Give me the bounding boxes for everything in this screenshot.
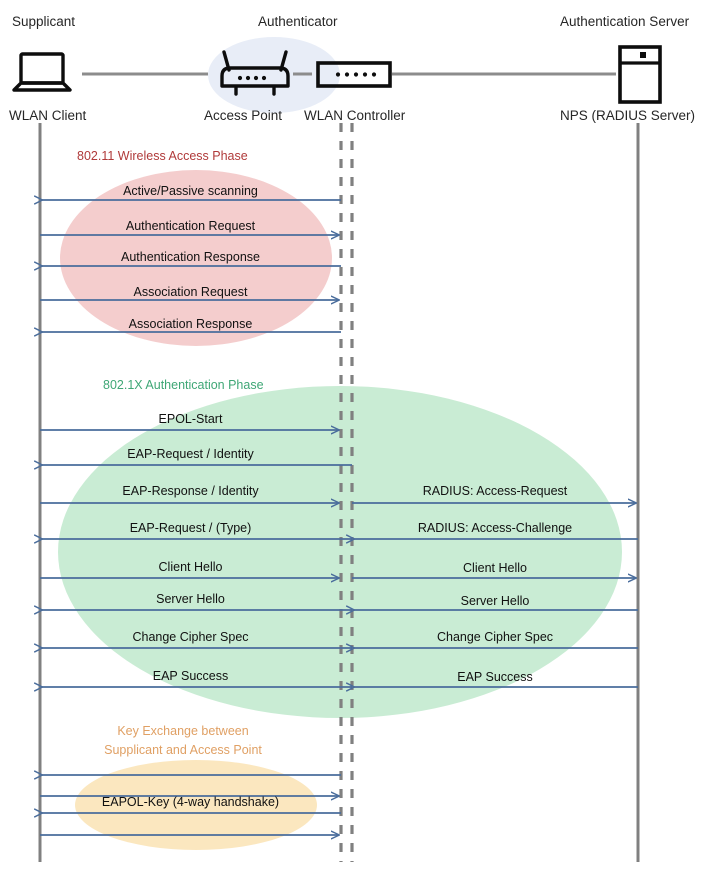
msg-label-association-response: Association Response	[128, 317, 253, 331]
phase-label-802-1x: 802.1X Authentication Phase	[103, 378, 264, 392]
msg-label-eap-response-identity: EAP-Response / Identity	[122, 484, 259, 498]
phase-802-11-ellipse	[60, 170, 332, 346]
msg-label-eap-request-identity: EAP-Request / Identity	[127, 447, 254, 461]
phase-802-1x-ellipse	[58, 386, 622, 718]
msg-label-server-hello-right: Server Hello	[460, 594, 530, 608]
msg-label-server-hello-left: Server Hello	[156, 592, 225, 606]
msg-label-eap-success-right: EAP Success	[457, 670, 533, 684]
role-title-supplicant: Supplicant	[12, 14, 76, 29]
phase-label-key-exchange-line1: Key Exchange between	[117, 724, 249, 738]
msg-label-association-request: Association Request	[133, 285, 248, 299]
node-label-wlan-controller: WLAN Controller	[304, 108, 406, 123]
laptop-icon	[12, 52, 72, 92]
msg-label-active-passive-scanning: Active/Passive scanning	[123, 184, 258, 198]
phase-label-802-11: 802.11 Wireless Access Phase	[77, 149, 248, 163]
node-label-nps-radius-server: NPS (RADIUS Server)	[560, 108, 696, 123]
msg-label-eap-success-left: EAP Success	[152, 669, 229, 683]
msg-label-eap-request-type: EAP-Request / (Type)	[129, 521, 252, 535]
node-label-wlan-client: WLAN Client	[9, 108, 87, 123]
authenticator-highlight	[208, 37, 340, 113]
msg-label-client-hello-right: Client Hello	[463, 561, 527, 575]
phase-label-key-exchange: Key Exchange between Supplicant and Acce…	[88, 722, 278, 760]
controller-icon	[316, 61, 392, 88]
msg-label-change-cipher-spec-right: Change Cipher Spec	[436, 630, 554, 644]
role-title-authenticator: Authenticator	[258, 14, 338, 29]
node-label-access-point: Access Point	[204, 108, 283, 123]
phase-key-exchange-ellipse	[75, 760, 317, 850]
phase-label-key-exchange-line2: Supplicant and Access Point	[104, 743, 262, 757]
msg-label-client-hello-left: Client Hello	[158, 560, 223, 574]
msg-label-authentication-request: Authentication Request	[125, 219, 256, 233]
role-title-authentication-server: Authentication Server	[560, 14, 690, 29]
msg-label-eapol-key: EAPOL-Key (4-way handshake)	[101, 795, 280, 809]
server-icon	[618, 45, 662, 104]
msg-label-eapol-start: EPOL-Start	[158, 412, 223, 426]
msg-label-radius-access-request: RADIUS: Access-Request	[422, 484, 568, 498]
msg-label-change-cipher-spec-left: Change Cipher Spec	[132, 630, 249, 644]
msg-label-radius-access-challenge: RADIUS: Access-Challenge	[417, 521, 573, 535]
msg-label-authentication-response: Authentication Response	[121, 250, 260, 264]
router-led-dots	[237, 75, 267, 81]
router-icon	[220, 50, 290, 96]
